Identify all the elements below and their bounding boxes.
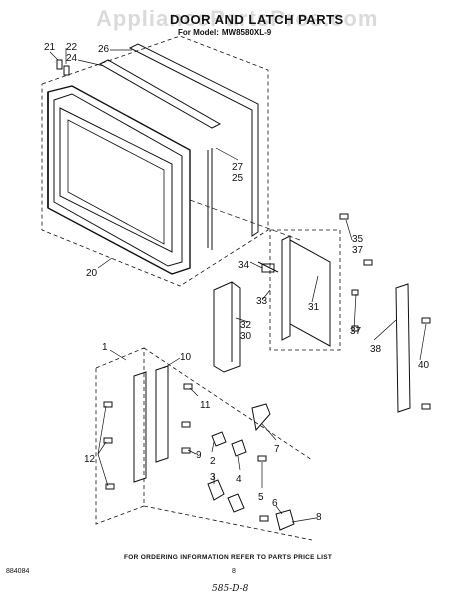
door-frame (47, 85, 191, 275)
callout-24: 24 (66, 53, 78, 64)
callout-30: 30 (240, 331, 252, 342)
callout-35: 35 (352, 234, 364, 245)
door-screws (56, 59, 70, 76)
callout-4: 4 (236, 474, 242, 485)
callout-27: 27 (232, 162, 244, 173)
leader-lines (49, 48, 427, 523)
model-number: MW8580XL-9 (221, 28, 272, 37)
callout-labels: 21 22 24 26 27 25 20 35 37 34 33 31 32 3… (44, 42, 430, 523)
callout-3: 3 (210, 472, 216, 483)
callout-21: 21 (44, 42, 56, 53)
screws-right (339, 213, 431, 410)
callout-8: 8 (316, 512, 322, 523)
latch-hinge-plates (133, 365, 169, 483)
callout-32: 32 (240, 320, 252, 331)
callout-20: 20 (86, 268, 98, 279)
latch-dashed-outline (95, 347, 313, 541)
callout-9: 9 (196, 450, 202, 461)
handwritten-note: 585-D-8 (212, 584, 249, 594)
latch-plate-assembly (257, 229, 341, 351)
callout-5: 5 (258, 492, 264, 503)
callout-40: 40 (418, 360, 430, 371)
callout-34: 34 (238, 260, 250, 271)
dash-leader (189, 199, 301, 241)
side-bar (395, 283, 411, 413)
callout-31: 31 (308, 302, 320, 313)
ordering-info-note: FOR ORDERING INFORMATION REFER TO PARTS … (124, 554, 333, 561)
callout-25: 25 (232, 173, 244, 184)
door-assembly-dashed-outline (41, 35, 269, 287)
page-number: 8 (232, 568, 236, 575)
callout-6: 6 (272, 498, 278, 509)
callout-38: 38 (370, 344, 382, 355)
model-label: For Model: (178, 28, 219, 37)
callout-2: 2 (210, 456, 216, 467)
callout-33: 33 (256, 296, 268, 307)
callout-22: 22 (66, 42, 78, 53)
callout-11: 11 (200, 400, 211, 411)
callout-1: 1 (102, 342, 108, 353)
model-line: For Model:MW8580XL-9 (178, 28, 271, 37)
door-seal-strips (98, 43, 259, 250)
door-handle (213, 281, 241, 373)
watermark: AppliancePartsPros.com (96, 6, 379, 31)
document-number: 884084 (6, 568, 30, 575)
diagram-title: DOOR AND LATCH PARTS (170, 12, 344, 27)
callout-10: 10 (180, 352, 192, 363)
latch-levers (181, 383, 295, 531)
callout-26: 26 (98, 44, 110, 55)
callout-37-upper: 37 (352, 245, 364, 256)
callout-37-lower: 37 (350, 326, 362, 337)
callout-7: 7 (274, 444, 280, 455)
callout-12: 12 (84, 454, 96, 465)
left-screws (103, 401, 115, 490)
